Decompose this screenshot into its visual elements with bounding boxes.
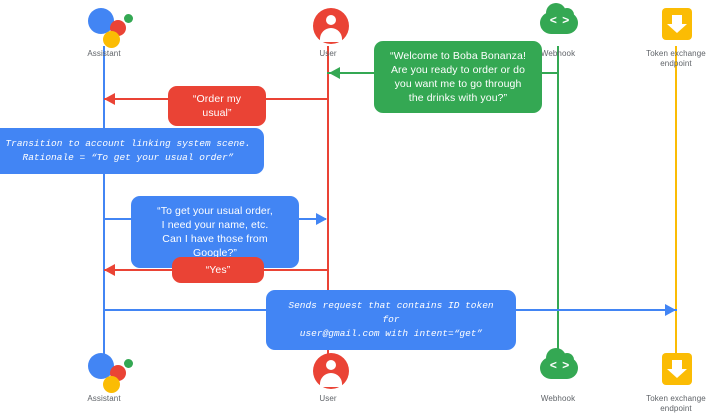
token-download-arrow (667, 15, 687, 33)
actor-label-assistant: Assistant (87, 49, 121, 58)
token-download-arrow-bottom (667, 360, 687, 378)
note-transition-account-linking: Transition to account linking system sce… (0, 128, 264, 174)
actor-assistant-bottom: Assistant (44, 349, 164, 404)
google-assistant-icon-bottom (44, 349, 164, 393)
assistant-dot-yellow (103, 31, 120, 48)
lifeline-webhook (557, 46, 559, 356)
arrow-head-need-your-name (316, 213, 327, 225)
user-avatar-body (320, 28, 342, 42)
message-bubble-order-my-usual: “Order my usual” (168, 86, 266, 126)
assistant-dot-yellow-bottom (103, 376, 120, 393)
arrow-head-sends-request (665, 304, 676, 316)
user-avatar-icon (268, 4, 388, 46)
actor-user-top: User (268, 4, 388, 59)
download-box-icon-bottom (616, 349, 725, 391)
assistant-dot-green-bottom (124, 359, 133, 368)
assistant-dot-blue-bottom (88, 353, 114, 379)
lifeline-assistant (103, 46, 105, 356)
actor-label-webhook: Webhook (540, 49, 576, 58)
code-brackets-label: < > (549, 14, 570, 28)
actor-user-bottom: User (268, 349, 388, 404)
user-avatar-head-bottom (326, 360, 336, 370)
arrow-head-welcome (329, 67, 340, 79)
cloud-shape-bottom (540, 348, 578, 379)
cloud-code-icon-bottom: < > (498, 348, 618, 391)
actor-label-assistant-bottom: Assistant (87, 394, 121, 403)
actor-label-user-bottom: User (319, 394, 337, 403)
actor-token-endpoint-bottom: Token exchange endpoint (616, 349, 725, 413)
actor-webhook-bottom: < > Webhook (498, 348, 618, 404)
actor-token-endpoint-top: Token exchange endpoint (616, 4, 725, 69)
actor-label-token-endpoint-bottom: Token exchange endpoint (646, 394, 706, 413)
code-brackets-label-bottom: < > (549, 359, 570, 373)
user-avatar-body-bottom (320, 373, 342, 387)
message-bubble-need-your-name: “To get your usual order, I need your na… (131, 196, 299, 268)
note-sends-request: Sends request that contains ID token for… (266, 290, 516, 350)
lifeline-user (327, 46, 329, 356)
cloud-shape (540, 3, 578, 34)
arrow-head-yes (104, 264, 115, 276)
message-bubble-yes: “Yes” (172, 257, 264, 283)
download-box-icon (616, 4, 725, 46)
actor-assistant-top: Assistant (44, 4, 164, 59)
cloud-code-icon: < > (498, 3, 618, 46)
actor-label-token-endpoint: Token exchange endpoint (646, 49, 706, 68)
message-bubble-welcome: “Welcome to Boba Bonanza! Are you ready … (374, 41, 542, 113)
assistant-dot-blue (88, 8, 114, 34)
assistant-dot-green (124, 14, 133, 23)
actor-label-webhook-bottom: Webhook (540, 394, 576, 403)
arrow-head-order-my-usual (104, 93, 115, 105)
lifeline-token-exchange-endpoint (675, 46, 677, 356)
user-avatar-head (326, 15, 336, 25)
actor-webhook-top: < > Webhook (498, 3, 618, 59)
user-avatar-icon-bottom (268, 349, 388, 391)
google-assistant-icon (44, 4, 164, 48)
actor-label-user: User (319, 49, 337, 58)
